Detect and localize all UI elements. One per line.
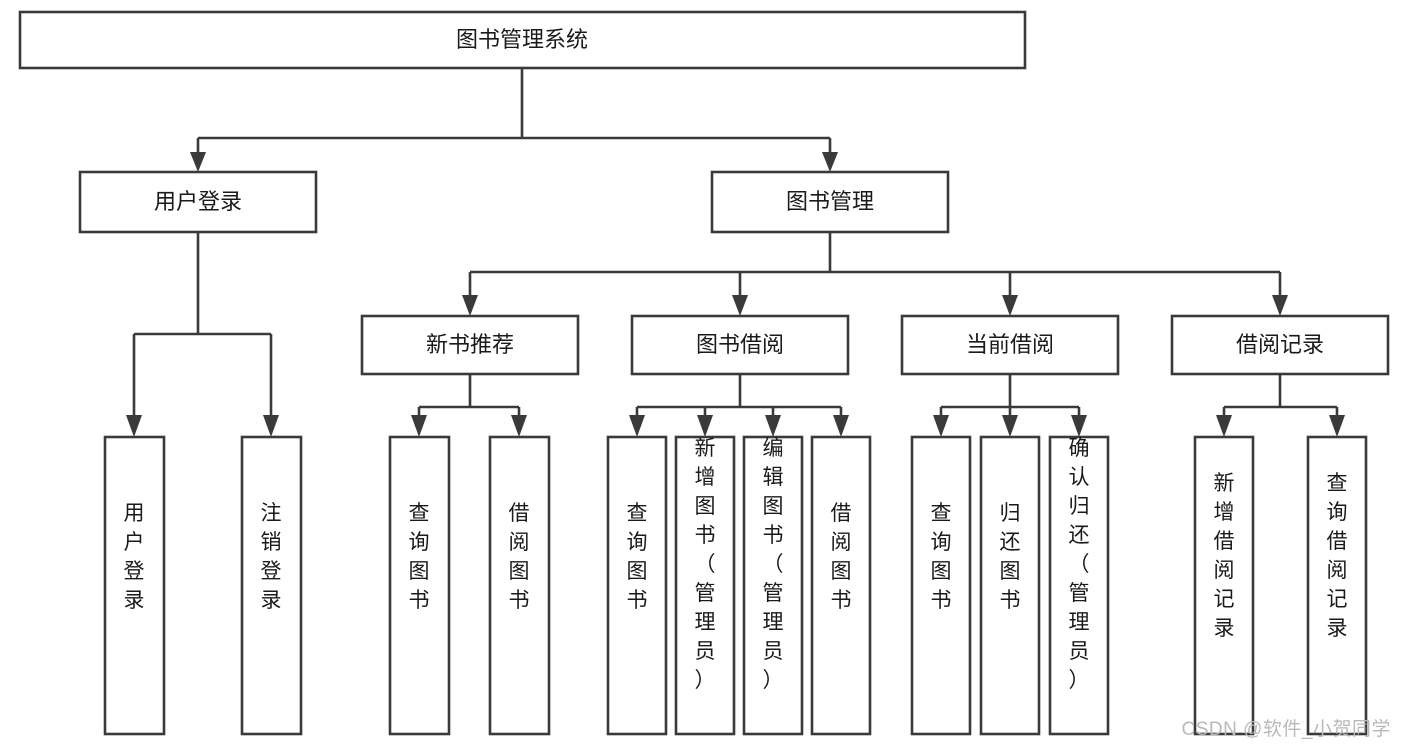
leaf-book-borrow-1-label: 新增图书（管理员）	[695, 437, 716, 692]
arrow-recommend-leaf1	[411, 415, 427, 437]
node-borrow-record-box[interactable]	[1170, 314, 1390, 376]
node-book-manage-box[interactable]	[710, 170, 950, 234]
leaf-book-borrow-0[interactable]: 查询图书	[606, 435, 668, 736]
arrow-current-leaf3	[1071, 415, 1087, 437]
arrow-borrow-leaf3	[765, 415, 781, 437]
node-new-book-recommend-box[interactable]	[360, 314, 580, 376]
node-book-borrow-box[interactable]	[630, 314, 850, 376]
node-root-system-label: 图书管理系统	[456, 27, 588, 52]
leaf-borrow-record-1-label: 查询借阅记录	[1327, 472, 1348, 640]
node-user-login-box[interactable]	[78, 170, 318, 234]
arrow-current-leaf2	[1002, 415, 1018, 437]
leaf-borrow-record-0-box[interactable]	[1193, 435, 1255, 736]
leaf-user-login-1[interactable]: 注销登录	[240, 435, 303, 736]
leaf-book-borrow-0-box[interactable]	[606, 435, 668, 736]
arrow-bm-to-current	[1002, 295, 1018, 316]
leaf-borrow-record-0[interactable]: 新增借阅记录	[1193, 435, 1255, 736]
leaf-current-borrow-1-box[interactable]	[979, 435, 1041, 736]
leaf-current-borrow-1[interactable]: 归还图书	[979, 435, 1041, 736]
leaf-new-book-recommend-0[interactable]: 查询图书	[388, 435, 451, 736]
node-root-system[interactable]: 图书管理系统	[18, 10, 1027, 70]
leaf-current-borrow-2-label: 确认归还（管理员）	[1069, 437, 1090, 692]
leaf-borrow-record-0-label: 新增借阅记录	[1214, 472, 1235, 640]
arrow-borrow-leaf2	[697, 415, 713, 437]
leaf-new-book-recommend-1-label: 借阅图书	[509, 502, 530, 612]
leaf-current-borrow-2[interactable]: 确认归还（管理员）	[1048, 435, 1110, 736]
node-user-login-label: 用户登录	[154, 189, 242, 214]
arrow-record-leaf2	[1329, 415, 1345, 437]
node-current-borrow[interactable]: 当前借阅	[900, 314, 1120, 376]
arrow-user-login-leaf2	[263, 415, 279, 437]
arrow-root-to-user-login	[190, 152, 206, 172]
node-current-borrow-label: 当前借阅	[966, 332, 1054, 357]
leaf-current-borrow-0[interactable]: 查询图书	[910, 435, 972, 736]
arrow-current-leaf1	[933, 415, 949, 437]
node-borrow-record[interactable]: 借阅记录	[1170, 314, 1390, 376]
arrow-borrow-leaf4	[833, 415, 849, 437]
leaf-book-borrow-3-box[interactable]	[810, 435, 872, 736]
node-new-book-recommend-label: 新书推荐	[426, 332, 514, 357]
node-book-borrow[interactable]: 图书借阅	[630, 314, 850, 376]
node-user-login[interactable]: 用户登录	[78, 170, 318, 234]
leaf-book-borrow-1-box[interactable]	[674, 435, 736, 736]
node-book-borrow-label: 图书借阅	[696, 332, 784, 357]
arrow-root-to-book-manage	[822, 152, 838, 172]
leaf-book-borrow-3-label: 借阅图书	[831, 502, 852, 612]
arrow-bm-to-record	[1272, 295, 1288, 316]
leaf-book-borrow-3[interactable]: 借阅图书	[810, 435, 872, 736]
leaf-new-book-recommend-1-box[interactable]	[488, 435, 551, 736]
arrow-bm-to-recommend	[462, 295, 478, 316]
node-current-borrow-box[interactable]	[900, 314, 1120, 376]
leaf-user-login-1-box[interactable]	[240, 435, 303, 736]
node-new-book-recommend[interactable]: 新书推荐	[360, 314, 580, 376]
leaf-user-login-0[interactable]: 用户登录	[103, 435, 166, 736]
leaf-current-borrow-2-box[interactable]	[1048, 435, 1110, 736]
leaf-current-borrow-0-box[interactable]	[910, 435, 972, 736]
leaf-new-book-recommend-1[interactable]: 借阅图书	[488, 435, 551, 736]
arrow-recommend-leaf2	[511, 415, 527, 437]
leaf-user-login-1-label: 注销登录	[261, 502, 282, 612]
leaf-new-book-recommend-0-label: 查询图书	[409, 502, 430, 612]
arrow-user-login-leaf1	[126, 415, 142, 437]
leaf-book-borrow-0-label: 查询图书	[627, 502, 648, 612]
node-root-system-box[interactable]	[18, 10, 1027, 70]
leaf-book-borrow-1[interactable]: 新增图书（管理员）	[674, 435, 736, 736]
leaf-current-borrow-0-label: 查询图书	[931, 502, 952, 612]
leaf-new-book-recommend-0-box[interactable]	[388, 435, 451, 736]
leaf-user-login-0-box[interactable]	[103, 435, 166, 736]
connector-layer	[126, 68, 1345, 437]
node-book-manage-label: 图书管理	[786, 189, 874, 214]
leaf-book-borrow-2-label: 编辑图书（管理员）	[763, 437, 784, 692]
leaf-borrow-record-1-box[interactable]	[1306, 435, 1368, 736]
node-borrow-record-label: 借阅记录	[1236, 332, 1324, 357]
leaf-book-borrow-2-box[interactable]	[742, 435, 804, 736]
leaf-user-login-0-label: 用户登录	[124, 502, 145, 612]
node-book-manage[interactable]: 图书管理	[710, 170, 950, 234]
arrow-borrow-leaf1	[629, 415, 645, 437]
leaf-current-borrow-1-label: 归还图书	[1000, 502, 1021, 612]
arrow-bm-to-borrow	[732, 295, 748, 316]
leaf-borrow-record-1[interactable]: 查询借阅记录	[1306, 435, 1368, 736]
arrow-record-leaf1	[1216, 415, 1232, 437]
leaf-book-borrow-2[interactable]: 编辑图书（管理员）	[742, 435, 804, 736]
